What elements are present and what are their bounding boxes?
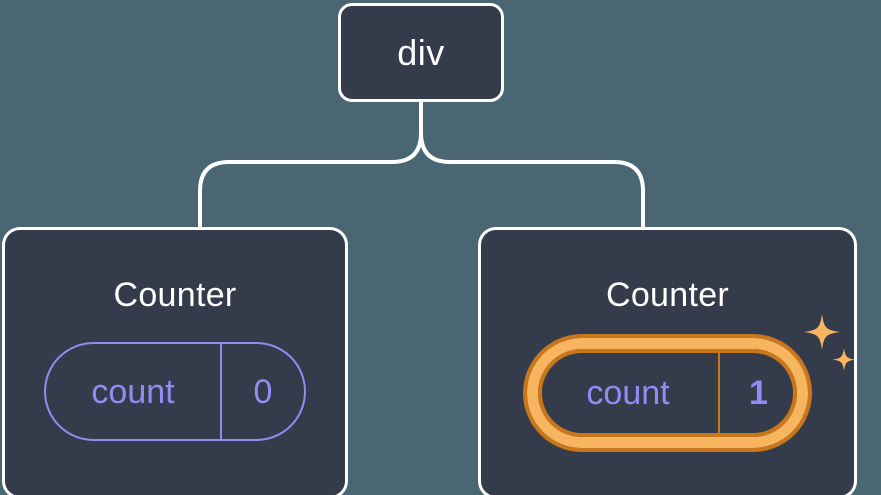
counter-left-state-pill[interactable]: count 0 [44,342,306,441]
node-counter-left[interactable]: Counter count 0 [2,227,348,495]
counter-left-state-pill-wrap: count 0 [44,342,306,441]
counter-right-state-key: count [586,374,670,412]
counter-left-state-key: count [91,372,175,411]
counter-left-state-value: 0 [220,344,304,439]
node-counter-right[interactable]: Counter count 1 [478,227,857,495]
counter-right-state-pill-wrap: count 1 [527,314,856,448]
counter-left-title: Counter [113,276,237,314]
node-div[interactable]: div [338,3,504,102]
counter-right-state-value: 1 [718,349,797,437]
sparkles-icon [804,314,856,371]
counter-right-state-pill[interactable]: count 1 [527,338,808,448]
counter-right-title: Counter [605,276,730,314]
node-div-label: div [397,31,445,73]
